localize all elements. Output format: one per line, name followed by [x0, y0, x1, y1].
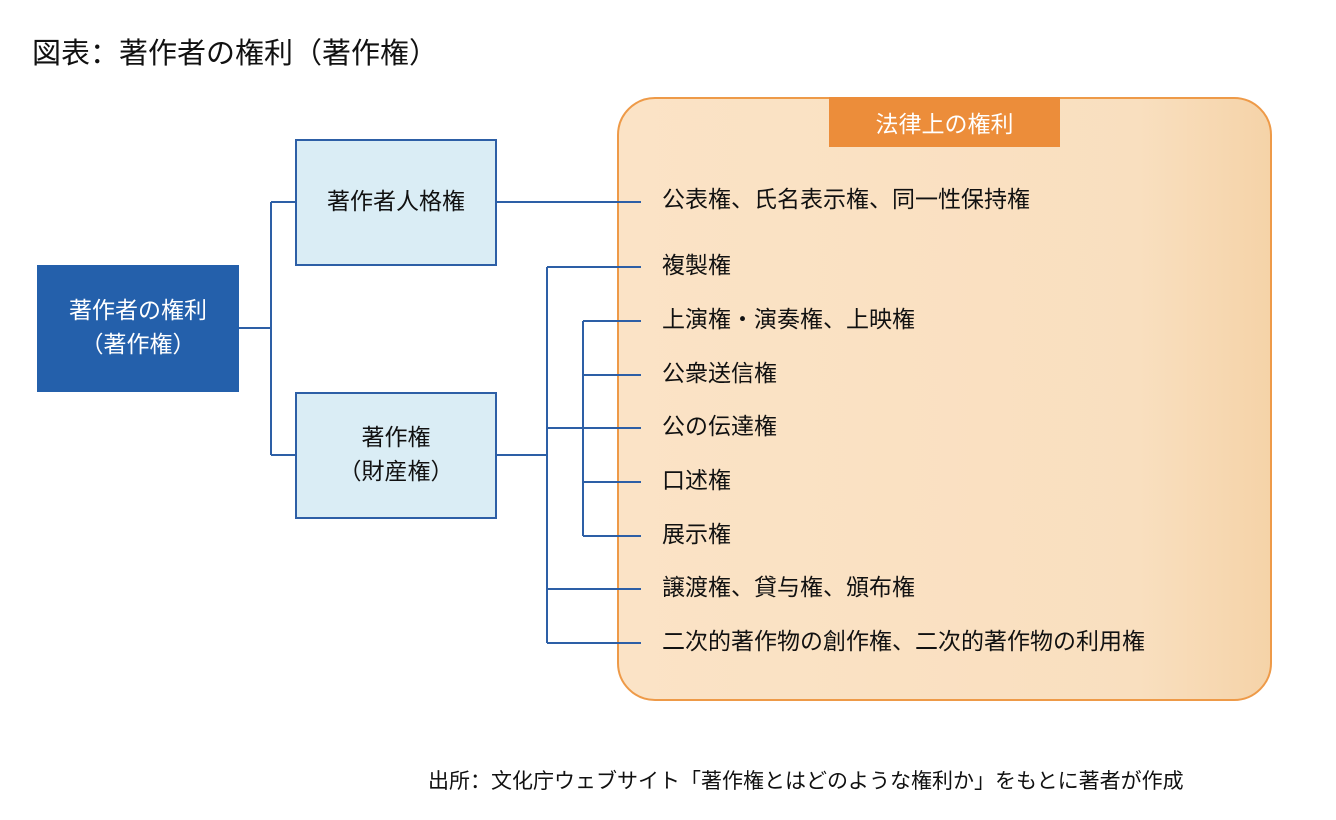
moral-rights-label: 著作者人格権 [327, 188, 465, 215]
property-right-item: 口述権 [662, 468, 731, 494]
property-right-item: 二次的著作物の創作権、二次的著作物の利用権 [662, 629, 1145, 655]
legal-rights-header: 法律上の権利 [829, 97, 1060, 147]
root-label-line2: （著作権） [80, 331, 196, 358]
property-right-item: 上演権・演奏権、上映権 [662, 307, 915, 333]
property-right-item: 公衆送信権 [662, 361, 777, 387]
property-right-item: 展示権 [662, 522, 731, 548]
figure-title: 図表：著作者の権利（著作権） [32, 36, 439, 70]
property-label-line1: 著作権 [361, 425, 431, 452]
property-rights-box: 著作権 （財産権） [295, 392, 497, 519]
moral-right-item: 公表権、氏名表示権、同一性保持権 [662, 187, 1030, 213]
source-note: 出所：文化庁ウェブサイト「著作権とはどのような権利か」をもとに著者が作成 [428, 769, 1184, 793]
moral-rights-box: 著作者人格権 [295, 139, 497, 266]
author-rights-root-box: 著作者の権利 （著作権） [37, 265, 239, 392]
property-label-line2: （財産権） [338, 458, 454, 485]
property-right-item: 譲渡権、貸与権、頒布権 [662, 575, 915, 601]
root-label-line1: 著作者の権利 [69, 298, 207, 325]
property-right-item: 公の伝達権 [662, 414, 777, 440]
legal-rights-panel [617, 97, 1272, 701]
property-right-item: 複製権 [662, 253, 731, 279]
